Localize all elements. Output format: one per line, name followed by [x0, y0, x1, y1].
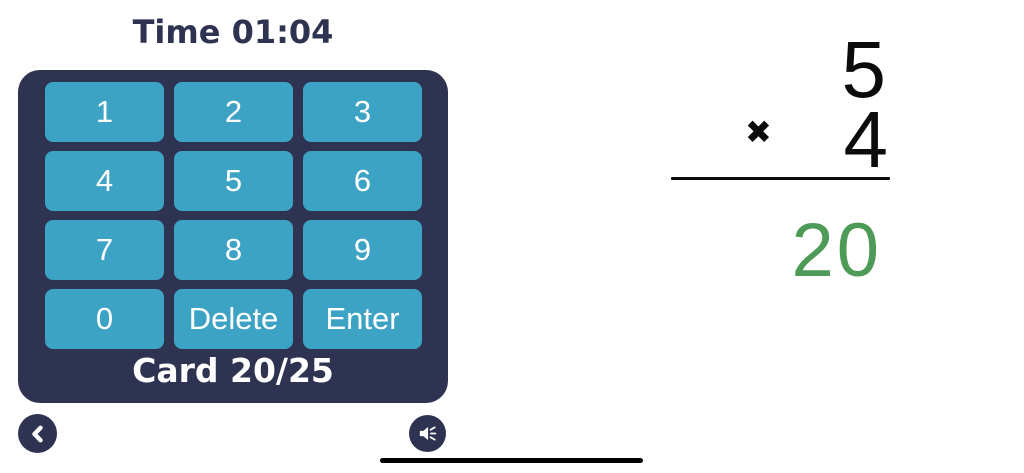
key-4[interactable]: 4 — [45, 151, 164, 211]
speaker-waves-icon — [416, 422, 439, 445]
number-pad: 1 2 3 4 5 6 7 8 9 0 Delete Enter Card 20… — [18, 70, 448, 403]
answer-value: 20 — [791, 208, 882, 293]
equals-rule-line — [671, 177, 890, 180]
key-7[interactable]: 7 — [45, 220, 164, 280]
timer-label: Time 01:04 — [132, 13, 334, 51]
key-6[interactable]: 6 — [303, 151, 422, 211]
number-pad-keys: 1 2 3 4 5 6 7 8 9 0 Delete Enter — [18, 70, 448, 349]
key-delete[interactable]: Delete — [174, 289, 293, 349]
top-operand: 5 — [841, 25, 887, 114]
multiply-icon: ✖ — [745, 113, 772, 151]
bottom-operand: 4 — [843, 95, 889, 184]
key-1[interactable]: 1 — [45, 82, 164, 142]
key-3[interactable]: 3 — [303, 82, 422, 142]
key-enter[interactable]: Enter — [303, 289, 422, 349]
back-button[interactable] — [18, 414, 57, 453]
key-0[interactable]: 0 — [45, 289, 164, 349]
key-5[interactable]: 5 — [174, 151, 293, 211]
multiplication-problem: 5 ✖ 4 20 — [671, 0, 890, 300]
card-progress-label: Card 20/25 — [132, 351, 334, 390]
key-9[interactable]: 9 — [303, 220, 422, 280]
key-2[interactable]: 2 — [174, 82, 293, 142]
chevron-left-icon — [27, 423, 49, 445]
audio-button[interactable] — [409, 415, 446, 452]
key-8[interactable]: 8 — [174, 220, 293, 280]
home-indicator[interactable] — [380, 458, 643, 463]
